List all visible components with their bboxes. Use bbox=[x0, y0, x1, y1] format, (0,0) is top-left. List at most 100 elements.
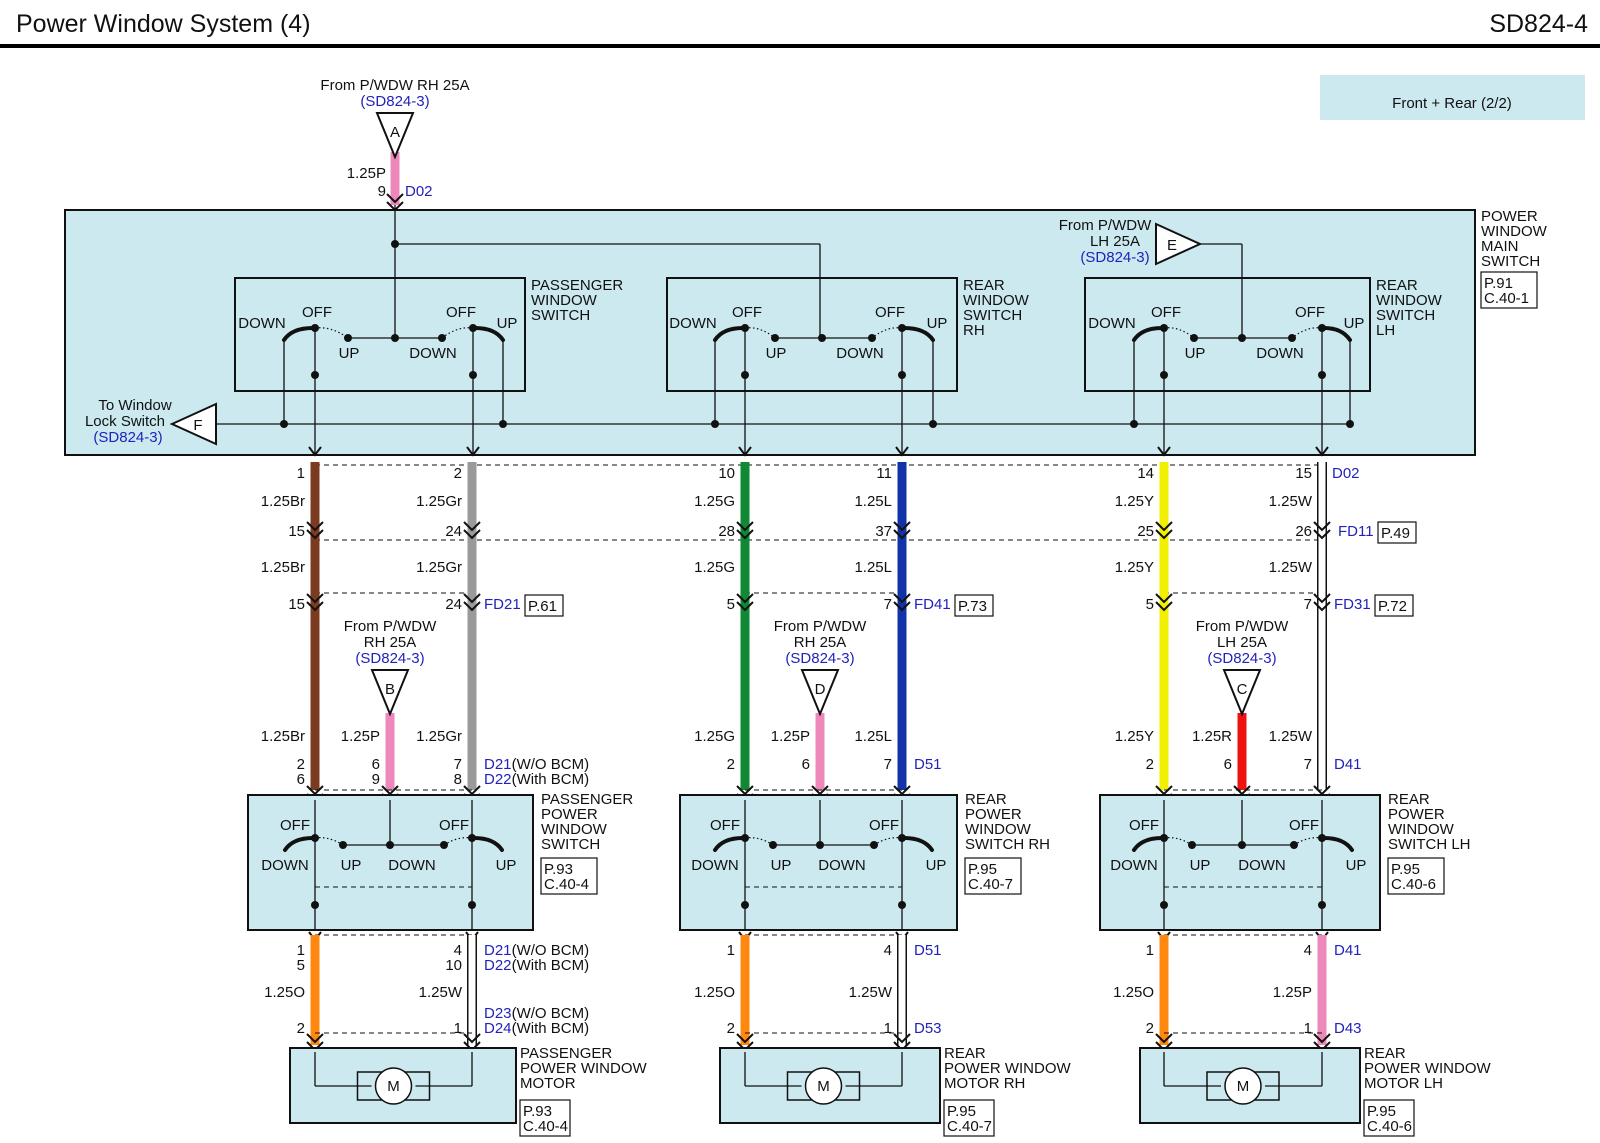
sub-switch-0-dotted-left bbox=[314, 327, 349, 339]
lower-rlh-bchev-r bbox=[1313, 1033, 1331, 1044]
lower-rrh-motor-ref-line-0: P.95 bbox=[947, 1103, 976, 1120]
wire-w5-size-2: 1.25Y bbox=[1115, 728, 1154, 745]
sub-switch-0-box bbox=[234, 277, 526, 392]
conn-fd41-label: FD41 bbox=[914, 596, 951, 613]
sub-switch-1-left-bus-dot bbox=[711, 420, 719, 428]
wire-w6-pin-0: 15 bbox=[1295, 465, 1312, 482]
lower-rrh-bconn-0: D53 bbox=[914, 1020, 942, 1037]
lower-pass-pin-m-1: 9 bbox=[372, 771, 380, 788]
lower-rlh-src-size: 1.25R bbox=[1192, 728, 1232, 745]
main-switch-name-1: WINDOW bbox=[1481, 223, 1548, 240]
lower-pass-up-r: UP bbox=[496, 857, 517, 874]
conn-fd21-ref-line-0: P.61 bbox=[528, 598, 557, 615]
wire-w6-size-0: 1.25W bbox=[1269, 493, 1313, 510]
sub-switch-0-name-2: SWITCH bbox=[531, 307, 590, 324]
lower-rrh-motor-name-2: MOTOR RH bbox=[944, 1075, 1025, 1092]
lower-rrh-sw-ref-box bbox=[964, 857, 1022, 895]
lower-pass-pin-l-1: 6 bbox=[297, 771, 305, 788]
lower-pass-motor-name-2: MOTOR bbox=[520, 1075, 576, 1092]
source-e-letter: E bbox=[1167, 237, 1177, 254]
lower-pass-motor-ref-line-1: C.40-4 bbox=[523, 1118, 568, 1135]
wire-w1-size-2: 1.25Br bbox=[261, 728, 305, 745]
lower-rrh-down-r: DOWN bbox=[818, 857, 866, 874]
sub-switch-0-down-r: DOWN bbox=[409, 345, 457, 362]
lower-rlh-up-r: UP bbox=[1346, 857, 1367, 874]
lower-pass-sw-ref-line-1: C.40-4 bbox=[544, 876, 589, 893]
lower-rrh-motor-name-1: POWER WINDOW bbox=[944, 1060, 1071, 1077]
wire-w2-size-2: 1.25Gr bbox=[416, 728, 462, 745]
lower-rrh-motor-symbol bbox=[804, 1067, 843, 1105]
lower-pass-src-l2: RH 25A bbox=[364, 634, 417, 651]
sub-switch-2-center-dot bbox=[1238, 334, 1246, 342]
source-f-label-2: Lock Switch bbox=[85, 413, 165, 430]
main-switch-box bbox=[64, 209, 1476, 456]
lower-rlh-motor-name-2: MOTOR LH bbox=[1364, 1075, 1443, 1092]
lower-rlh-sw-ref-box bbox=[1387, 857, 1445, 895]
lower-rlh-mconn-0: D41 bbox=[1334, 942, 1362, 959]
sub-switch-2-down-r: DOWN bbox=[1256, 345, 1304, 362]
wire-w2-fd11-conn bbox=[463, 521, 481, 532]
lower-rlh-bconn-0: D43 bbox=[1334, 1020, 1362, 1037]
top-wire-pin: 9 bbox=[378, 183, 386, 200]
lower-rrh-sw-box bbox=[679, 794, 958, 931]
lower-pass-bconn-0: D23 bbox=[484, 1005, 512, 1022]
lower-pass-low-r bbox=[468, 901, 476, 909]
lower-rrh-src-size: 1.25P bbox=[771, 728, 810, 745]
sub-switch-1-blade-left bbox=[713, 326, 745, 342]
lower-pass-off-l: OFF bbox=[280, 817, 310, 834]
wire-w5-fd-conn bbox=[1155, 593, 1173, 604]
lower-pass-sw-ref-line-0: P.93 bbox=[544, 861, 573, 878]
conn-fd11-ref-line-0: P.49 bbox=[1381, 525, 1410, 542]
lower-pass-sw-center bbox=[386, 841, 394, 849]
lower-pass-sw-name-1: POWER bbox=[541, 806, 598, 823]
sub-switch-2-blade-left bbox=[1132, 326, 1164, 342]
conn-fd41-ref-line-0: P.73 bbox=[958, 598, 987, 615]
lower-rlh-piv-r bbox=[1318, 834, 1326, 842]
sub-switch-1-dotted-left bbox=[744, 327, 776, 339]
lower-pass-bconn-1: D24 bbox=[484, 1020, 512, 1037]
conn-fd31-ref-box bbox=[1374, 594, 1414, 617]
sub-switch-1-box bbox=[666, 277, 958, 392]
lower-rlh-motor-name-0: REAR bbox=[1364, 1045, 1406, 1062]
wire-w1-size-0: 1.25Br bbox=[261, 493, 305, 510]
sub-switch-1-name-3: RH bbox=[963, 322, 985, 339]
lower-pass-motor-letter: M bbox=[387, 1078, 400, 1095]
page-header: Power Window System (4) SD824-4 bbox=[0, 0, 1600, 48]
lower-rrh-mpin-l-0: 1 bbox=[727, 942, 735, 959]
sub-switch-0-out-r-dot bbox=[469, 371, 477, 379]
lower-pass-src-l1: From P/WDW bbox=[344, 618, 437, 635]
source-f-letter: F bbox=[193, 417, 202, 434]
wire-w1-pin-2: 15 bbox=[288, 596, 305, 613]
lower-pass-conn-1: D22 bbox=[484, 771, 512, 788]
wire-w5-size-1: 1.25Y bbox=[1115, 559, 1154, 576]
sub-switch-1-right-bus-dot bbox=[929, 420, 937, 428]
sub-switch-2-left-bus-dot bbox=[1130, 420, 1138, 428]
lower-rlh-down-r: DOWN bbox=[1238, 857, 1286, 874]
wire-w2-size-0: 1.25Gr bbox=[416, 493, 462, 510]
wire-w5-size-0: 1.25Y bbox=[1115, 493, 1154, 510]
sub-switch-0-out-l-arrow bbox=[308, 446, 322, 457]
sub-switch-0-name-0: PASSENGER bbox=[531, 277, 623, 294]
lower-rlh-src-letter: C bbox=[1237, 681, 1248, 698]
lower-pass-pin-r-1: 8 bbox=[454, 771, 462, 788]
lower-rlh-piv-l bbox=[1160, 834, 1168, 842]
lower-rrh-sw-ref-line-1: C.40-7 bbox=[968, 876, 1013, 893]
lower-rlh-low-r bbox=[1318, 901, 1326, 909]
page-title: Power Window System (4) bbox=[16, 10, 311, 38]
lower-rrh-up-l: UP bbox=[771, 857, 792, 874]
sub-switch-0-up-r: UP bbox=[497, 315, 518, 332]
sub-switch-2-name-3: LH bbox=[1376, 322, 1395, 339]
wire-w3-fd-conn bbox=[736, 593, 754, 604]
sub-switch-2-box bbox=[1084, 277, 1371, 392]
wire-w6-fd11-conn bbox=[1313, 521, 1331, 532]
lower-rlh-motor-symbol bbox=[1224, 1067, 1262, 1105]
wire-w2-fd-conn bbox=[463, 593, 481, 604]
wire-w5-fd11-conn bbox=[1155, 521, 1173, 532]
wire-w3-size-2: 1.25G bbox=[694, 728, 735, 745]
wire-w6-size-1: 1.25W bbox=[1269, 559, 1313, 576]
conn-fd11-ref-box bbox=[1377, 521, 1417, 544]
sub-switch-1-out-r-dot bbox=[898, 371, 906, 379]
lower-pass-blade-r bbox=[472, 836, 504, 852]
wire-w4-size-2: 1.25L bbox=[854, 728, 892, 745]
lower-rlh-motor-letter: M bbox=[1237, 1078, 1250, 1095]
